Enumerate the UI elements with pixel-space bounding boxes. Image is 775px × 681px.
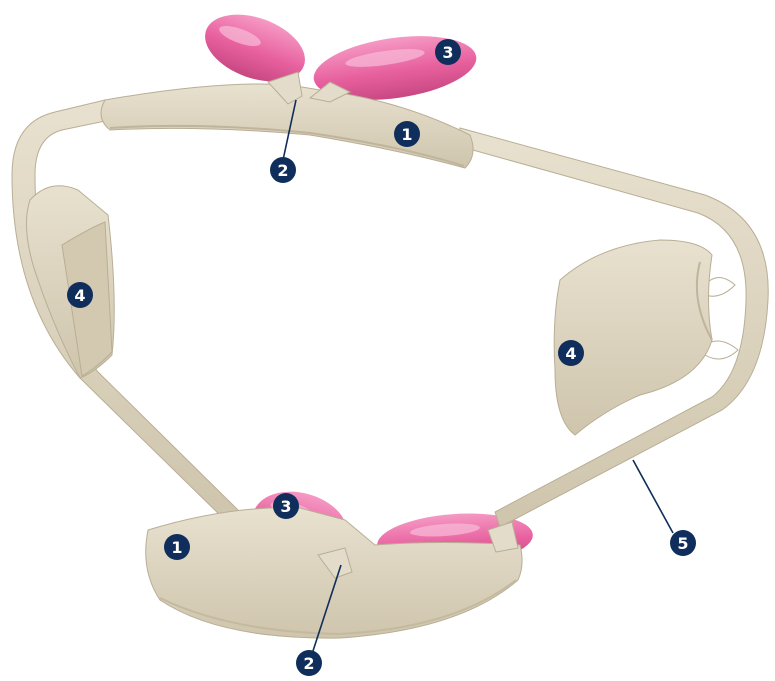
- left-cheek-guard: [26, 186, 114, 378]
- callout-badge-bottom-hinge: 2: [296, 650, 322, 676]
- svg-text:2: 2: [303, 654, 314, 673]
- svg-text:4: 4: [74, 286, 85, 305]
- svg-text:1: 1: [401, 125, 412, 144]
- callout-badge-bottom-clip: 1: [164, 534, 190, 560]
- svg-text:3: 3: [442, 43, 453, 62]
- svg-text:4: 4: [565, 344, 576, 363]
- callout-badge-right-guard: 4: [558, 340, 584, 366]
- svg-text:3: 3: [280, 497, 291, 516]
- callout-badge-top-hinge: 2: [270, 157, 296, 183]
- callout-badge-bottom-pad: 3: [273, 493, 299, 519]
- svg-text:5: 5: [677, 534, 688, 553]
- svg-text:2: 2: [277, 161, 288, 180]
- callout-badge-top-pad: 3: [435, 39, 461, 65]
- right-cheek-guard: [554, 240, 712, 435]
- svg-text:1: 1: [171, 538, 182, 557]
- callout-badge-top-clip: 1: [394, 121, 420, 147]
- callout-badge-frame-wire: 5: [670, 530, 696, 556]
- callout-badge-left-guard: 4: [67, 282, 93, 308]
